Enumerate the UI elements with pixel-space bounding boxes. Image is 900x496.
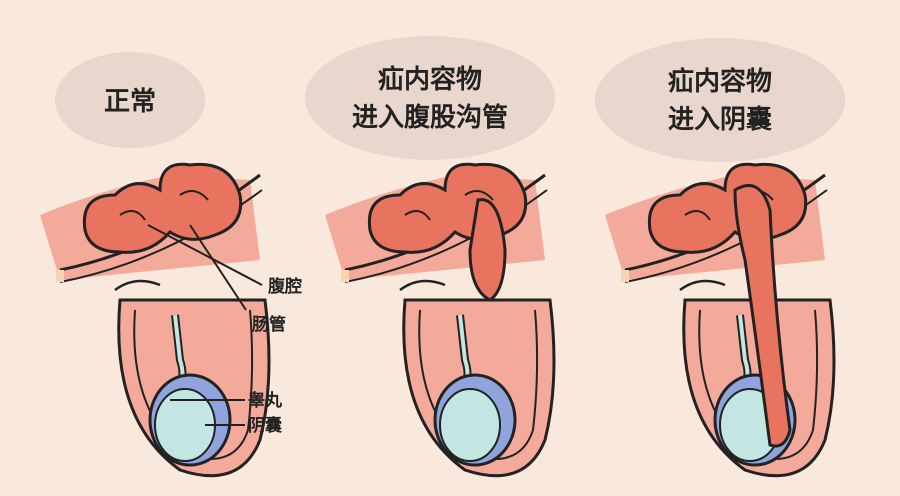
panel-title-line2: 进入腹股沟管 (352, 102, 508, 133)
label-abdominal-cavity: 腹腔 (268, 276, 302, 297)
leader-line (189, 224, 247, 311)
anatomy-inguinal (325, 164, 554, 475)
leader-line (147, 224, 263, 286)
panel-scrotum: 疝内容物 进入阴囊 (595, 38, 845, 476)
panel-inguinal-canal: 疝内容物 进入腹股沟管 (305, 36, 555, 476)
panel-title-line1: 疝内容物 (668, 66, 772, 97)
title-bubble (305, 36, 555, 160)
hernia-content (733, 184, 792, 448)
panel-title: 正常 (104, 87, 156, 117)
hernia-sac (468, 198, 507, 302)
panel-title-line2: 进入阴囊 (668, 105, 772, 135)
label-scrotum: 阴囊 (248, 415, 282, 436)
label-testis: 睾丸 (248, 390, 283, 411)
anatomy-scrotum (605, 164, 834, 475)
label-intestine: 肠管 (252, 314, 286, 335)
panel-title-line1: 疝内容物 (378, 64, 482, 95)
anatomy-normal (40, 164, 269, 475)
panel-normal: 正常 腹腔 肠管 睾丸 阴囊 (40, 52, 302, 476)
title-bubble (595, 38, 845, 162)
title-bubble (55, 52, 205, 148)
